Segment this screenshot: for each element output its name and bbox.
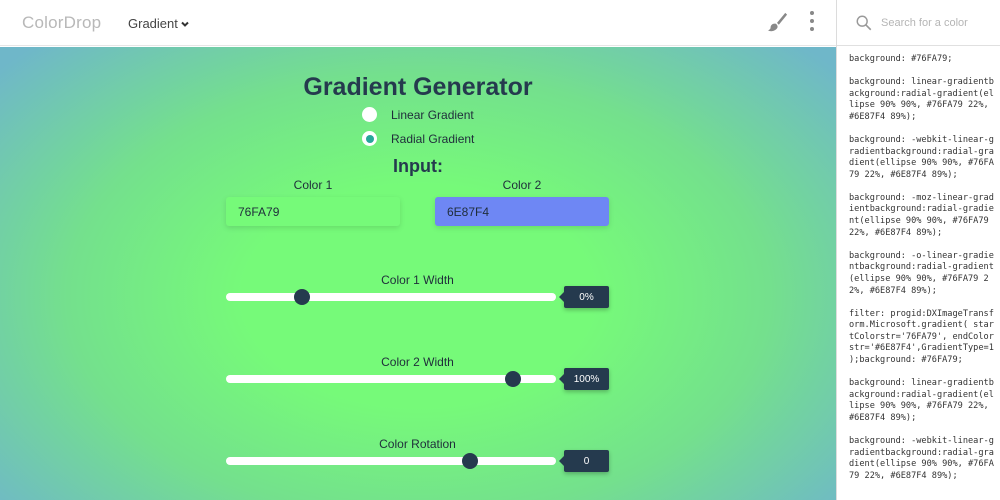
color2-width-slider[interactable] [226,371,556,387]
top-bar: ColorDrop Gradient [0,0,836,46]
code-snippet[interactable]: background: -webkit-linear-gradientbackg… [849,435,994,481]
slider-thumb[interactable] [505,371,522,387]
color1-width-value: 0% [559,286,609,308]
radio-button[interactable] [362,107,377,122]
radio-linear-gradient[interactable]: Linear Gradient [362,107,474,122]
search-bar [837,0,1000,46]
color-rotation-value: 0 [559,450,609,472]
color1-input[interactable] [226,197,400,226]
code-snippet[interactable]: background: #76FA79; [849,54,953,64]
color2-input[interactable] [435,197,609,226]
gradient-preview-area: Gradient Generator Linear Gradient Radia… [0,47,836,500]
color2-width-label: Color 2 Width [381,355,454,369]
paint-brush-icon[interactable] [766,11,788,33]
radio-label: Radial Gradient [391,131,475,146]
input-heading: Input: [393,156,443,176]
radio-radial-gradient[interactable]: Radial Gradient [362,131,474,146]
code-snippet[interactable]: filter: progid:DXImageTransform.Microsof… [849,308,1000,365]
more-vertical-icon[interactable] [806,10,818,32]
app-logo[interactable]: ColorDrop [22,13,102,32]
slider-thumb[interactable] [462,453,479,469]
page-title: Gradient Generator [303,73,533,101]
color1-width-label: Color 1 Width [381,273,454,287]
gradient-dropdown-label: Gradient [128,16,178,31]
css-output-sidebar: background: #76FA79; background: linear-… [836,0,1000,500]
color-rotation-slider[interactable] [226,453,556,469]
code-snippet[interactable]: background: -moz-linear-gradientbackgrou… [849,192,994,238]
color2-label: Color 2 [502,178,542,192]
gradient-dropdown[interactable]: Gradient [128,16,190,31]
code-snippet[interactable]: background: -o-linear-gradientbackground… [849,250,994,296]
code-snippet[interactable]: background: linear-gradientbackground:ra… [849,77,994,122]
chevron-down-icon [181,21,189,27]
color2-width-value: 100% [559,368,609,390]
code-snippet-list: background: #76FA79; background: linear-… [849,54,997,494]
color1-width-slider[interactable] [226,289,556,305]
color-rotation-label: Color Rotation [379,437,456,451]
search-input[interactable] [881,16,991,29]
radio-button[interactable] [362,131,377,146]
code-snippet[interactable]: background: -webkit-linear-gradientbackg… [849,134,994,180]
code-snippet[interactable]: background: linear-gradientbackground:ra… [849,378,994,423]
search-icon [856,15,872,30]
slider-thumb[interactable] [293,289,310,305]
color1-label: Color 1 [293,178,333,192]
radio-label: Linear Gradient [391,107,474,122]
